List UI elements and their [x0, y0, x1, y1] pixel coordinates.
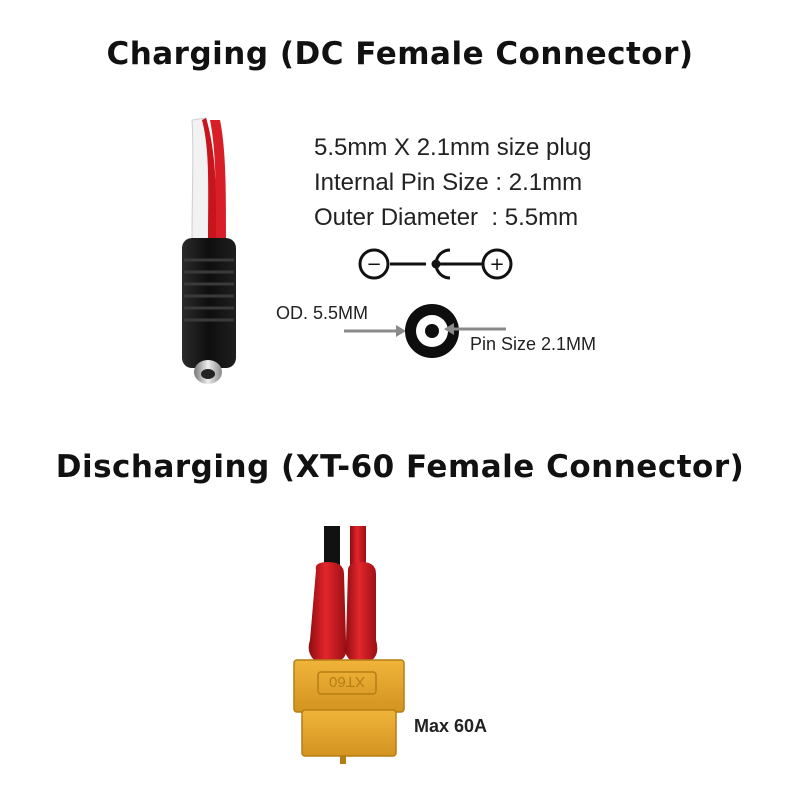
jack-cross-section [344, 304, 506, 358]
spec-outer-diameter: Outer Diameter : 5.5mm [314, 204, 579, 231]
pin-arrow-icon [444, 323, 454, 335]
dc-female-connector-image [182, 117, 236, 384]
max-current-label: Max 60A [414, 716, 488, 736]
xt60-marking: XT60 [329, 673, 365, 690]
positive-sign: + [489, 254, 504, 275]
spec-plug-size: 5.5mm X 2.1mm size plug [314, 134, 592, 161]
pin-size-label: Pin Size 2.1MM [470, 334, 597, 354]
negative-terminal-icon [358, 248, 390, 280]
od-arrow-icon [396, 325, 406, 337]
negative-sign: − [366, 254, 381, 275]
discharging-heading: Discharging (XT-60 Female Connector) [55, 449, 745, 485]
polarity-symbol: − + [358, 248, 513, 280]
spec-internal-pin: Internal Pin Size : 2.1mm [314, 169, 583, 196]
xt60-connector-image: XT60 [293, 526, 405, 764]
charging-heading: Charging (DC Female Connector) [106, 36, 694, 72]
positive-terminal-icon [481, 248, 513, 280]
od-label: OD. 5.5MM [276, 303, 369, 323]
